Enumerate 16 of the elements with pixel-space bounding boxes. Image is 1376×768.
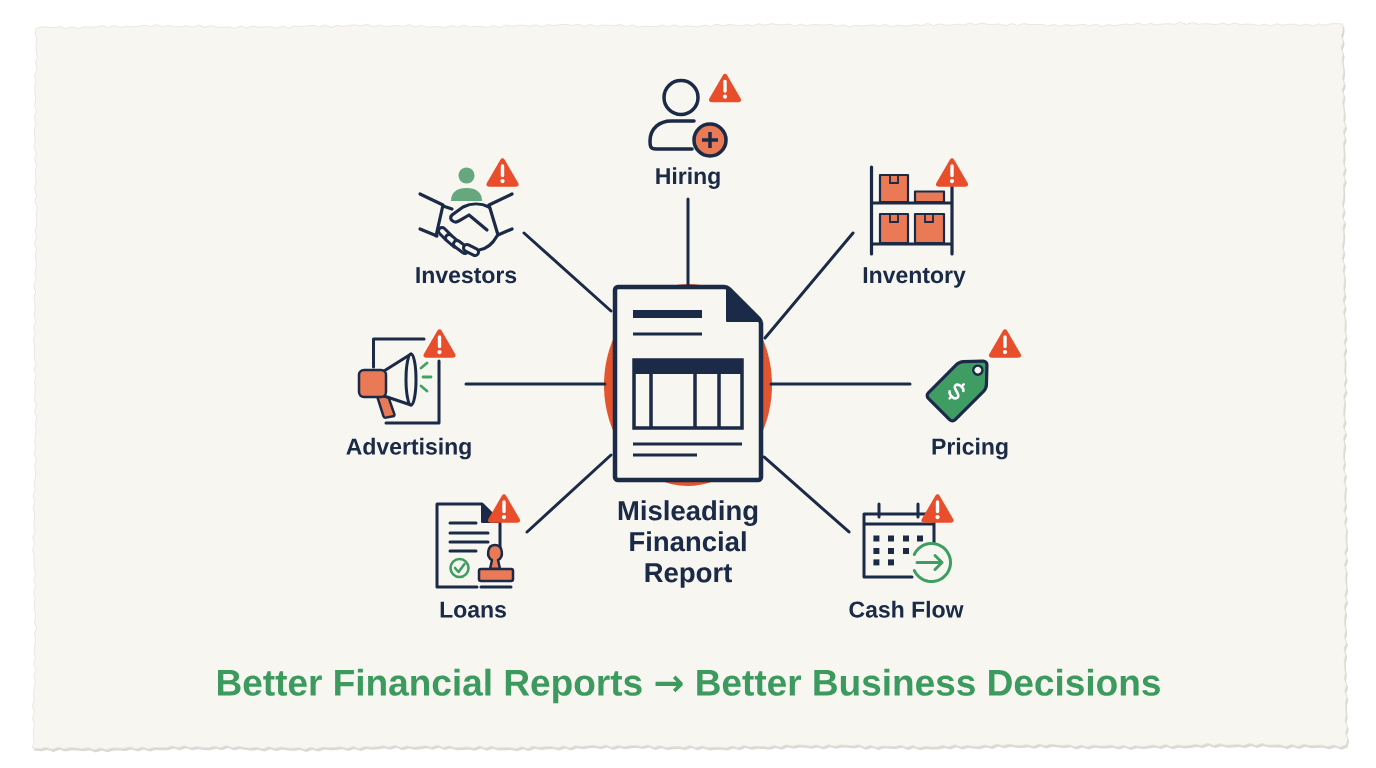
node-label: Investors <box>416 267 517 284</box>
connector-line <box>686 197 690 287</box>
node-label: Hiring <box>656 167 720 189</box>
connector-line <box>762 455 851 534</box>
connector-line <box>763 231 855 340</box>
node-label: Inventory <box>863 267 966 288</box>
connector-line <box>522 231 613 313</box>
connector-line <box>769 382 912 386</box>
node-label: Cash Flow <box>849 600 964 618</box>
connector-line <box>464 382 607 386</box>
node-label: Loans <box>440 601 506 618</box>
caption-text: Better Financial Reports → Better Business Decisions <box>218 668 1160 704</box>
connector-line <box>525 453 613 534</box>
node-label: Advertising <box>346 437 471 460</box>
node-label: Misleading Financial Report <box>618 500 758 588</box>
node-label: Pricing <box>932 437 1008 460</box>
